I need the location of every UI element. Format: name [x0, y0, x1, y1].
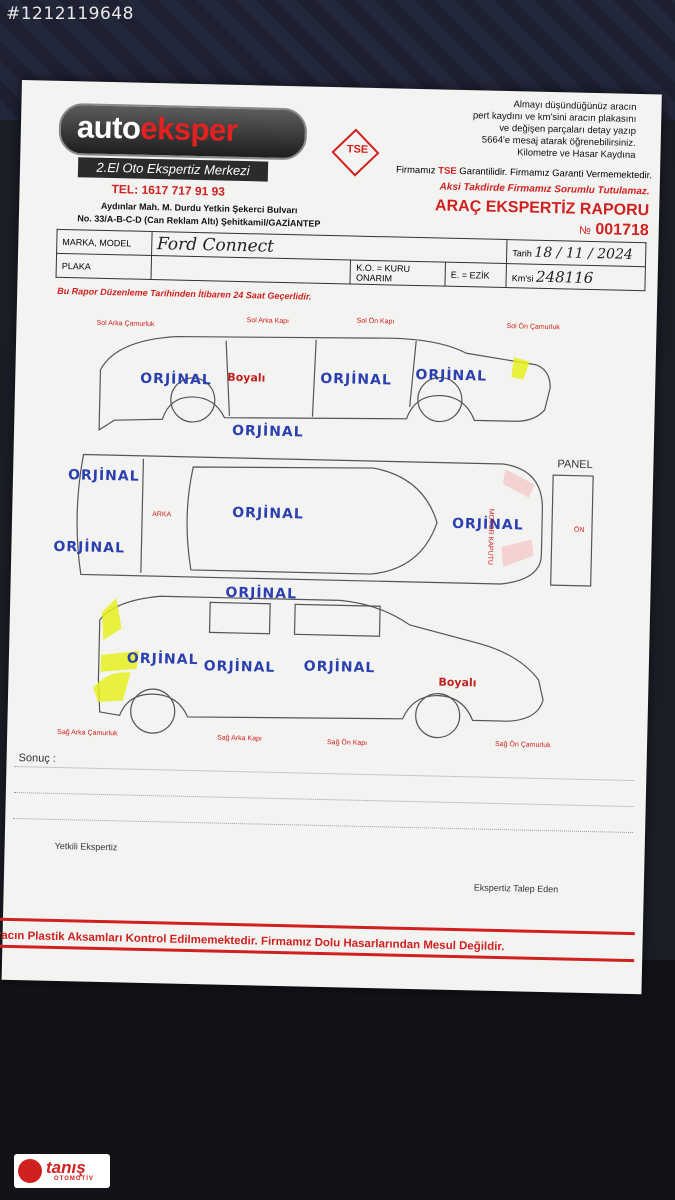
label-sag-arka-camurluk: Sağ Arka Çamurluk — [57, 728, 118, 738]
listing-id: #1212119648 — [6, 4, 134, 24]
notice-text: Almayı düşündüğünüz aracın pert kaydını … — [472, 99, 637, 161]
label-sol-arka-camurluk: Sol Arka Çamurluk — [96, 319, 155, 329]
label-arka: ARKA — [152, 511, 172, 519]
label-sol-on-camurluk: Sol Ön Çamurluk — [506, 323, 560, 332]
mark-orjinal-right-rear-fender: ORJİNAL — [126, 650, 199, 669]
autoeksper-logo: autoeksper — [58, 102, 308, 161]
label-sag-on-camurluk: Sağ Ön Çamurluk — [494, 740, 551, 750]
company-subtitle: 2.El Oto Ekspertiz Merkezi — [77, 157, 269, 182]
ko-legend: K.O. = KURU ONARIM — [350, 260, 446, 287]
mark-boyali-left-rear-door: Boyalı — [227, 370, 266, 385]
requester-label: Ekspertiz Talep Eden — [473, 882, 559, 895]
disclaimer-bar: Aracın Plastik Aksamları Kontrol Edilmem… — [0, 917, 635, 963]
mark-orjinal-left-sill: ORJİNAL — [231, 422, 304, 441]
plate-value — [150, 255, 351, 285]
mark-orjinal-rear-bumper: ORJİNAL — [53, 538, 126, 557]
e-legend: E. = EZİK — [445, 262, 507, 288]
make-model-label: MARKA, MODEL — [56, 229, 152, 256]
sonuc-label: Sonuç : — [18, 752, 57, 765]
authorized-expert-label: Yetkili Ekspertiz — [54, 840, 118, 853]
result-line — [13, 817, 634, 834]
company-phone: TEL: 1617 717 91 93 — [111, 182, 226, 199]
km-cell: Km'si 248116 — [506, 263, 646, 291]
result-line — [13, 791, 634, 808]
mark-boyali-right-front-fender: Boyalı — [438, 675, 477, 690]
label-sag-on-kapi: Sağ Ön Kapı — [326, 739, 368, 747]
plate-label: PLAKA — [56, 253, 152, 280]
tse-badge-text: TSE — [346, 143, 369, 156]
dark-seat-background — [0, 960, 675, 1200]
mark-orjinal-rear-top: ORJİNAL — [67, 467, 140, 485]
label-sol-arka-kapi: Sol Arka Kapı — [246, 317, 290, 326]
mark-orjinal-left-front-fender: ORJİNAL — [415, 367, 488, 385]
label-motor-kaputu: MOTOR KAPUTU — [486, 508, 495, 566]
label-panel: PANEL — [557, 458, 593, 472]
liability-notice: Aksi Takdirde Firmamız Sorumlu Tutulamaz… — [439, 181, 650, 198]
report-number: № 001718 — [578, 221, 649, 240]
expertise-report-sheet: autoeksper 2.El Oto Ekspertiz Merkezi TE… — [0, 80, 662, 995]
mark-orjinal-left-rear: ORJİNAL — [140, 370, 212, 389]
mark-orjinal-right-rear-door: ORJİNAL — [203, 658, 276, 676]
label-on: ÖN — [573, 526, 585, 534]
mark-orjinal-left-front-door: ORJİNAL — [320, 370, 393, 389]
company-address: Aydınlar Mah. M. Durdu Yetkin Şekerci Bu… — [77, 200, 321, 229]
mark-orjinal-right-front-door: ORJİNAL — [303, 658, 376, 677]
tanis-logo-icon — [18, 1159, 42, 1183]
tanis-dealer-logo: tanış OTOMOTİV — [14, 1154, 110, 1188]
mark-orjinal-right-roof: ORJİNAL — [225, 584, 298, 603]
label-sol-on-kapi: Sol Ön Kapı — [356, 317, 395, 326]
guarantee-line: Firmamız TSE Garantilidir. Firmamız Gara… — [395, 164, 653, 182]
vehicle-damage-diagram: Sol Arka Çamurluk Sol Arka Kapı Sol Ön K… — [36, 299, 647, 782]
date-cell: Tarih 18 / 11 / 2024 — [506, 239, 646, 267]
label-sag-arka-kapi: Sağ Arka Kapı — [217, 734, 262, 743]
report-title: ARAÇ EKSPERTİZ RAPORU — [434, 197, 650, 220]
mark-orjinal-roof: ORJİNAL — [232, 504, 304, 523]
vehicle-outline-drawing — [76, 335, 594, 739]
